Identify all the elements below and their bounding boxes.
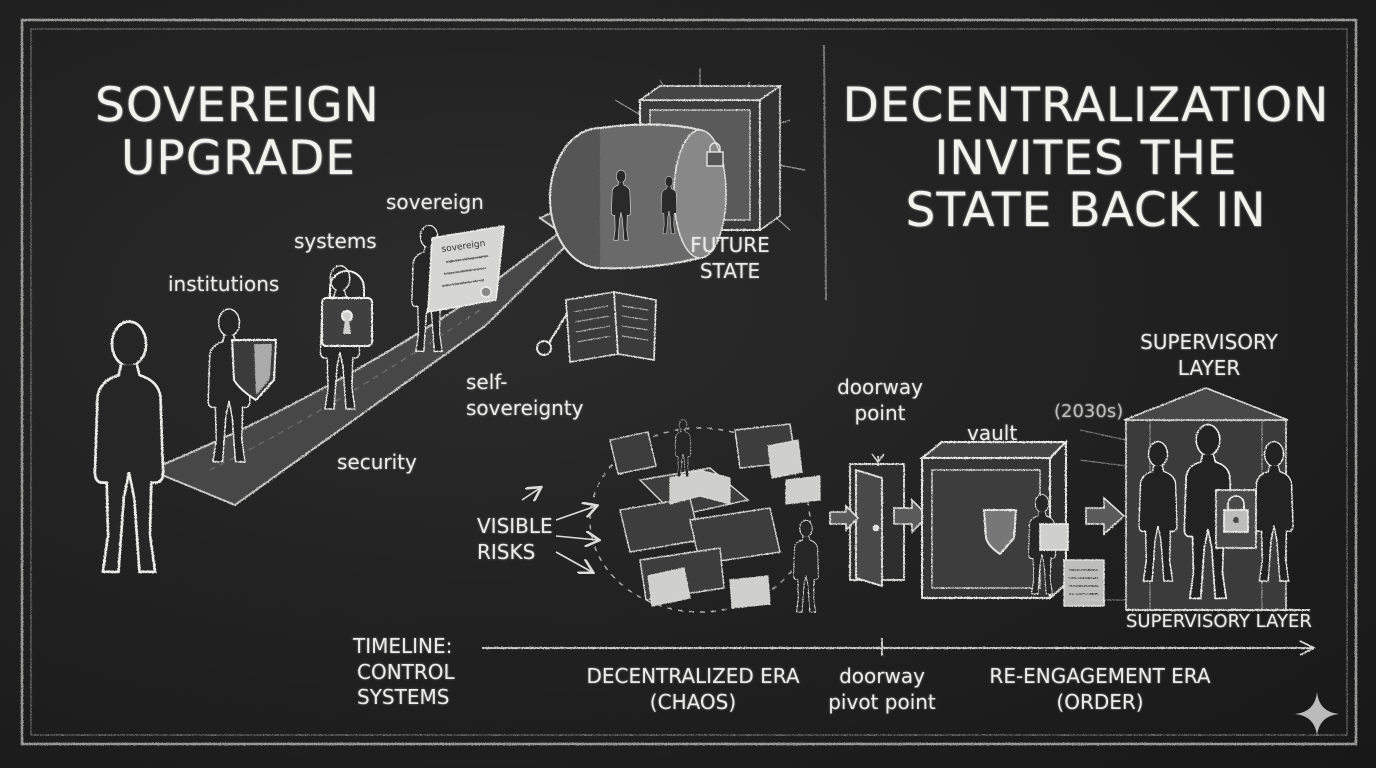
label-doorway-point: doorway point (837, 375, 923, 426)
timeline-pivot-point: doorway pivot point (828, 664, 936, 715)
sparkle-icon (1293, 690, 1341, 738)
figure-large (95, 322, 163, 572)
label-future-state: FUTURE STATE (690, 233, 770, 284)
timeline-era-decentralized: DECENTRALIZED ERA (CHAOS) (586, 664, 799, 715)
label-self-sovereignty: self- sovereignty (466, 370, 584, 421)
label-supervisory-layer-top: SUPERVISORY LAYER (1140, 330, 1278, 381)
title-left-line1: SOVEREIGN (95, 80, 425, 133)
timeline-axis (482, 638, 1314, 656)
title-sovereign-upgrade: SOVEREIGN UPGRADE (95, 80, 425, 185)
title-right-line1: DECENTRALIZATION (836, 80, 1336, 133)
label-security: security (337, 450, 417, 474)
scroll-icon (428, 226, 504, 312)
ledger-book-icon (566, 292, 656, 362)
label-sovereign: sovereign (386, 190, 484, 214)
chaos-circle (590, 424, 820, 612)
label-systems: systems (294, 229, 377, 253)
title-right-line2: INVITES THE (836, 133, 1336, 186)
document-card (1064, 560, 1104, 606)
label-visible-risks: VISIBLE RISKS (477, 514, 553, 565)
title-left-line2: UPGRADE (95, 133, 425, 186)
supervisory-padlock-icon (1216, 490, 1256, 548)
title-decentralization: DECENTRALIZATION INVITES THE STATE BACK … (836, 80, 1336, 238)
title-right-line3: STATE BACK IN (836, 185, 1336, 238)
label-vault: vault (967, 421, 1017, 445)
label-year: (2030s) (1054, 401, 1123, 422)
timeline-label: TIMELINE: CONTROL SYSTEMS (353, 634, 455, 711)
label-supervisory-layer-bottom: SUPERVISORY LAYER (1126, 611, 1312, 632)
label-institutions: institutions (168, 272, 279, 296)
timeline-era-reengagement: RE-ENGAGEMENT ERA (ORDER) (989, 664, 1210, 715)
